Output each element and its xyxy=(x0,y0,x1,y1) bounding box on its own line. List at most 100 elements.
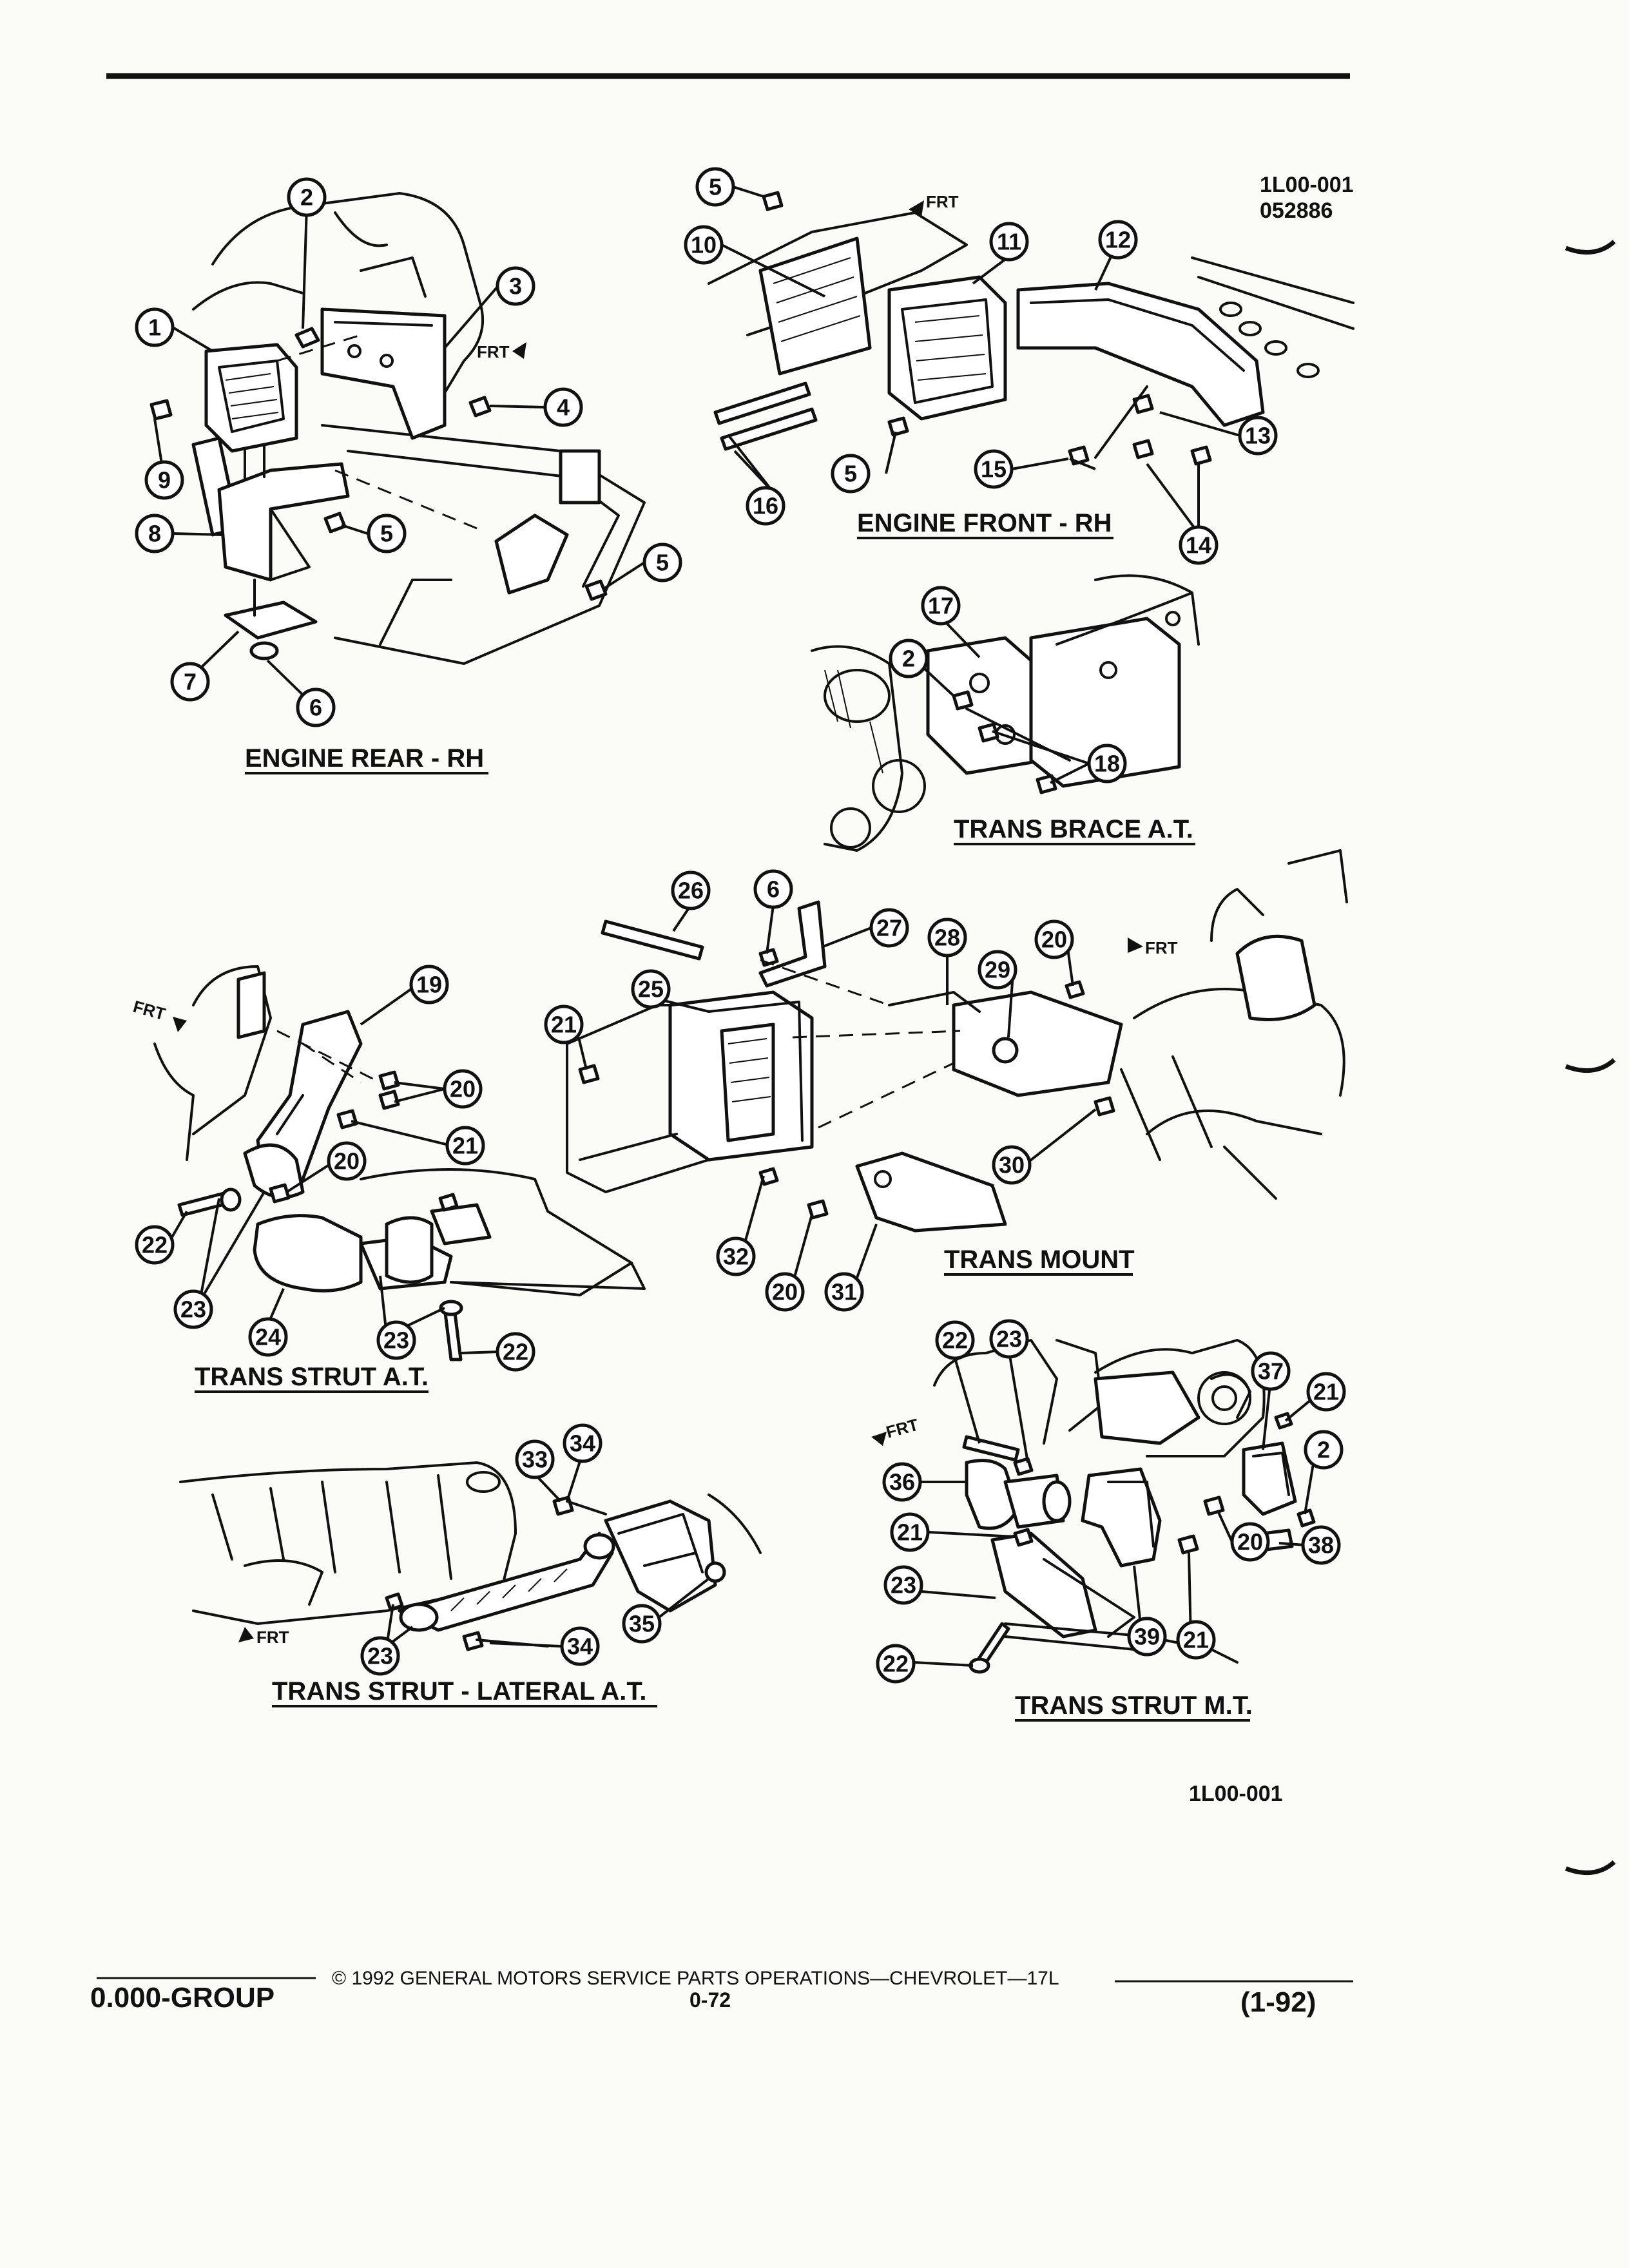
callout-23: 23 xyxy=(376,1320,416,1360)
callout-15: 15 xyxy=(974,449,1014,489)
callout-8: 8 xyxy=(135,514,175,553)
svg-text:23: 23 xyxy=(996,1326,1022,1352)
view-title-trans-brace-at: TRANS BRACE A.T. xyxy=(954,815,1193,843)
callout-6: 6 xyxy=(296,687,336,727)
callout-20: 20 xyxy=(443,1069,483,1109)
binder-mark xyxy=(1565,240,1616,255)
svg-text:23: 23 xyxy=(367,1643,393,1669)
binder-mark xyxy=(1565,1058,1616,1073)
callout-12: 12 xyxy=(1098,220,1138,260)
svg-text:29: 29 xyxy=(985,957,1010,983)
svg-text:22: 22 xyxy=(503,1339,528,1365)
callout-21: 21 xyxy=(445,1126,485,1166)
svg-text:23: 23 xyxy=(891,1572,916,1599)
callout-23: 23 xyxy=(883,1565,923,1605)
footer-page-number: 0-72 xyxy=(689,1988,731,2012)
svg-text:22: 22 xyxy=(942,1327,968,1354)
svg-text:37: 37 xyxy=(1258,1358,1284,1385)
svg-text:27: 27 xyxy=(876,915,902,941)
view-title-trans-strut-at: TRANS STRUT A.T. xyxy=(195,1363,429,1391)
svg-text:28: 28 xyxy=(934,925,960,951)
callout-13: 13 xyxy=(1238,416,1278,456)
callout-30: 30 xyxy=(992,1145,1032,1185)
callout-22: 22 xyxy=(496,1332,535,1372)
callout-21: 21 xyxy=(890,1512,930,1552)
svg-text:2: 2 xyxy=(902,646,915,672)
callout-23: 23 xyxy=(360,1636,400,1676)
svg-text:5: 5 xyxy=(656,550,669,576)
callout-9: 9 xyxy=(144,460,184,500)
callout-5: 5 xyxy=(367,514,407,553)
callout-5: 5 xyxy=(831,454,871,494)
svg-text:2: 2 xyxy=(1317,1437,1330,1463)
svg-text:21: 21 xyxy=(452,1133,478,1159)
svg-text:21: 21 xyxy=(1313,1379,1339,1405)
callout-16: 16 xyxy=(746,486,786,526)
callout-26: 26 xyxy=(671,870,711,910)
svg-text:20: 20 xyxy=(772,1279,798,1305)
svg-text:39: 39 xyxy=(1134,1624,1160,1650)
view-title-trans-mount: TRANS MOUNT xyxy=(944,1245,1135,1274)
callout-3: 3 xyxy=(496,266,535,306)
callout-7: 7 xyxy=(170,662,210,702)
svg-text:FRT: FRT xyxy=(926,192,959,211)
callout-2: 2 xyxy=(287,177,327,217)
svg-text:34: 34 xyxy=(570,1430,595,1457)
view-engine-rear-rh: FRT 2 3 1 4 9 8 5 5 7 6 ENGINE REAR - RH xyxy=(135,177,682,774)
svg-text:10: 10 xyxy=(691,232,717,258)
svg-text:20: 20 xyxy=(450,1076,476,1102)
callout-31: 31 xyxy=(824,1272,864,1312)
svg-text:7: 7 xyxy=(184,669,197,695)
svg-text:5: 5 xyxy=(709,174,722,200)
callout-28: 28 xyxy=(927,918,967,957)
callout-1: 1 xyxy=(135,307,175,347)
callout-21: 21 xyxy=(1176,1620,1216,1660)
callout-29: 29 xyxy=(978,950,1017,990)
callout-20: 20 xyxy=(1034,919,1074,959)
callout-21: 21 xyxy=(544,1004,584,1044)
svg-text:5: 5 xyxy=(380,521,393,547)
svg-text:22: 22 xyxy=(142,1232,168,1258)
view-engine-front-rh: FRT 5 10 11 12 13 15 5 16 14 ENGINE FRON… xyxy=(684,167,1354,565)
svg-text:3: 3 xyxy=(509,273,522,300)
view-trans-strut-lateral-at: FRT 34 33 35 23 34 TRANS STRUT - LATERAL… xyxy=(179,1423,762,1707)
view-title-engine-front-rh: ENGINE FRONT - RH xyxy=(857,509,1112,537)
svg-text:6: 6 xyxy=(767,876,780,903)
svg-text:11: 11 xyxy=(997,229,1021,255)
callout-4: 4 xyxy=(543,387,583,427)
view-trans-brace-at: 17 2 18 TRANS BRACE A.T. xyxy=(811,574,1200,852)
svg-text:8: 8 xyxy=(148,521,161,547)
callout-17: 17 xyxy=(921,586,961,626)
callout-22: 22 xyxy=(935,1320,975,1360)
footer-group: 0.000-GROUP xyxy=(90,1982,275,2013)
svg-text:35: 35 xyxy=(629,1611,655,1637)
svg-text:12: 12 xyxy=(1105,227,1131,253)
svg-text:20: 20 xyxy=(1041,927,1067,953)
svg-text:21: 21 xyxy=(1183,1627,1209,1653)
callout-34: 34 xyxy=(563,1423,602,1463)
callout-38: 38 xyxy=(1301,1525,1341,1565)
callout-11: 11 xyxy=(989,222,1029,262)
svg-text:36: 36 xyxy=(889,1469,915,1495)
callout-2: 2 xyxy=(889,639,929,678)
callout-21: 21 xyxy=(1306,1372,1346,1412)
svg-text:FRT: FRT xyxy=(884,1415,921,1442)
callout-39: 39 xyxy=(1127,1617,1167,1657)
view-title-engine-rear-rh: ENGINE REAR - RH xyxy=(245,744,484,773)
svg-text:23: 23 xyxy=(383,1327,409,1354)
svg-text:33: 33 xyxy=(522,1446,548,1473)
footer-copyright: © 1992 GENERAL MOTORS SERVICE PARTS OPER… xyxy=(332,1968,1059,1989)
callout-37: 37 xyxy=(1251,1351,1291,1391)
view-trans-strut-at: FRT 19 20 21 20 22 23 24 23 22 TRANS STR… xyxy=(131,965,646,1393)
figure-ref-bottom: 1L00-001 xyxy=(1189,1782,1283,1806)
svg-text:FRT: FRT xyxy=(256,1628,289,1647)
svg-text:15: 15 xyxy=(981,456,1007,483)
callout-5: 5 xyxy=(642,543,682,582)
callout-34: 34 xyxy=(560,1626,600,1666)
callout-35: 35 xyxy=(622,1604,662,1644)
figure-date-code: 052886 xyxy=(1260,198,1333,223)
svg-text:14: 14 xyxy=(1186,532,1211,559)
callout-6: 6 xyxy=(753,869,793,909)
svg-text:9: 9 xyxy=(158,467,171,494)
callout-5: 5 xyxy=(695,167,735,207)
